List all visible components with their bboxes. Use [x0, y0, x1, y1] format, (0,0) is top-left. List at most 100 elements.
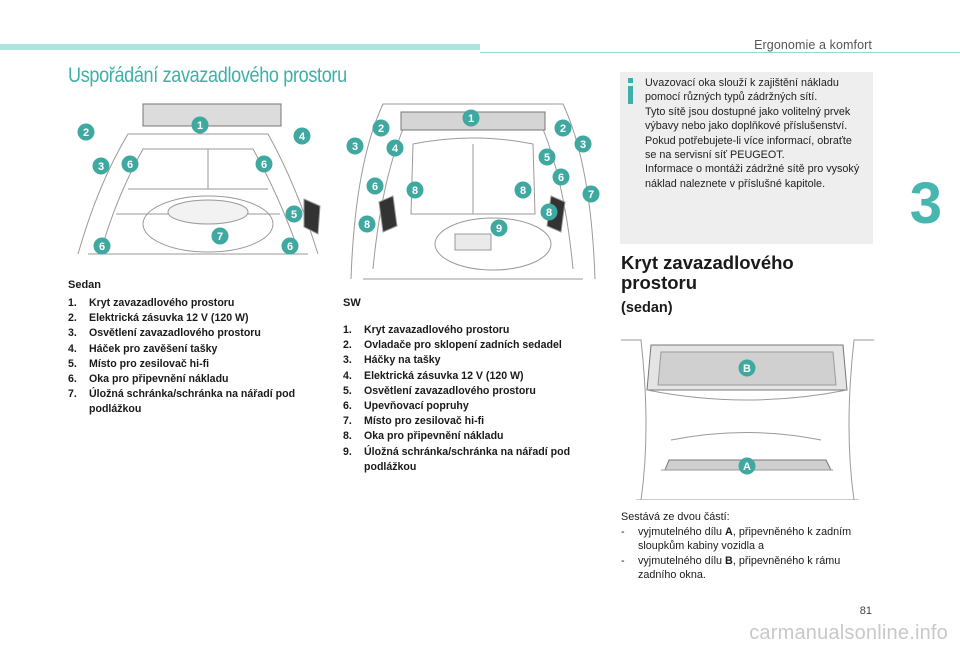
sedan-marker	[281, 237, 299, 255]
cover-description: Sestává ze dvou částí: -vyjmutelného díl…	[621, 510, 881, 583]
info-paragraph: Pokud potřebujete-li více informací, obr…	[645, 134, 852, 162]
sw-marker-label: 8	[412, 185, 418, 197]
sw-marker-label: 4	[392, 143, 399, 155]
sedan-marker	[191, 116, 209, 134]
sw-legend-item: 3. Háčky na tašky	[343, 353, 603, 368]
sedan-marker	[211, 227, 229, 245]
sedan-marker	[93, 237, 111, 255]
sw-marker	[490, 219, 508, 237]
sedan-legend-item-text: Místo pro zesilovač hi-fi	[89, 357, 210, 370]
cover-part-letter: B	[725, 554, 733, 567]
sw-legend-item-text: Upevňovací popruhy	[364, 400, 469, 413]
sw-marker	[514, 181, 532, 199]
cover-marker	[738, 457, 756, 475]
sedan-legend-item-number: 6.	[68, 373, 77, 386]
sw-marker-label: 3	[352, 141, 358, 153]
sw-legend-item-text: Kryt zavazadlového prostoru	[364, 324, 510, 336]
cover-part-text: vyjmutelného dílu	[638, 554, 726, 567]
sedan-marker	[293, 127, 311, 145]
sw-legend-item-number: 6.	[343, 400, 352, 413]
sw-marker-label: 7	[588, 189, 594, 201]
info-box: Uvazovací oka slouží k zajištění nákladu…	[620, 72, 873, 244]
sw-legend-item-text: Úložná schránka/schránka na nářadí pod p…	[364, 445, 571, 473]
cover-part-dash: -	[621, 525, 625, 538]
sedan-marker-label: 6	[127, 159, 133, 171]
sw-marker	[358, 215, 376, 233]
sw-marker-label: 2	[378, 123, 384, 135]
sw-legend-item: 8.Oka pro připevnění nákladu	[343, 429, 603, 444]
page-title: Uspořádání zavazadlového prostoru	[68, 64, 347, 87]
sw-marker-label: 8	[520, 185, 526, 197]
sw-legend-item-number: 1.	[343, 324, 352, 336]
sedan-legend-item-text: Osvětlení zavazadlového prostoru	[89, 327, 261, 340]
header-accent-bar	[0, 44, 480, 50]
sw-legend-item-number: 4.	[343, 369, 352, 382]
sedan-legend-item-text: Háček pro zavěšení tašky	[89, 342, 218, 355]
sw-marker-label: 9	[496, 223, 502, 235]
sedan-legend-item-number: 2.	[68, 312, 77, 325]
sw-caption: SW	[343, 297, 361, 309]
sedan-legend-item: 3.Osvětlení zavazadlového prostoru	[68, 326, 316, 341]
sw-marker	[554, 119, 572, 137]
sw-legend-item-text: Oka pro připevnění nákladu	[364, 430, 504, 443]
sw-marker-label: 6	[372, 181, 378, 193]
sw-marker	[346, 137, 364, 155]
cover-title-line2: prostoru	[621, 272, 698, 293]
sedan-legend-item: 6. Oka pro připevnění nákladu	[68, 372, 316, 387]
sedan-marker	[255, 155, 273, 173]
sw-marker	[462, 109, 480, 127]
sw-marker-label: 8	[364, 219, 370, 231]
cover-part-text: , připevněného k rámu zadního okna.	[638, 554, 841, 582]
sedan-legend-item: 5. Místo pro zesilovač hi-fi	[68, 357, 316, 372]
sw-legend-item: 6. Upevňovací popruhy	[343, 399, 603, 414]
info-icon	[628, 78, 633, 104]
sedan-legend-item-text: Oka pro připevnění nákladu	[89, 373, 229, 386]
sedan-legend-item-text: Kryt zavazadlového prostoru	[89, 297, 235, 309]
sw-legend-item: 1. Kryt zavazadlového prostoru	[343, 323, 603, 338]
header-rule	[480, 52, 960, 53]
sedan-legend-item-text: Úložná schránka/schránka na nářadí pod p…	[89, 388, 296, 416]
cover-section-title: Kryt zavazadlového prostoru	[621, 253, 794, 293]
info-paragraph: Uvazovací oka slouží k zajištění nákladu…	[645, 77, 839, 104]
cover-part: -vyjmutelného dílu B, připevněného k rám…	[621, 554, 881, 583]
sw-marker	[386, 139, 404, 157]
sedan-marker-label: 5	[291, 209, 297, 221]
sedan-marker	[121, 155, 139, 173]
sedan-legend-item: 1. Kryt zavazadlového prostoru	[68, 296, 316, 311]
sedan-marker-label: 2	[83, 127, 89, 139]
sw-marker-label: 1	[468, 113, 474, 125]
sw-legend-item: 9.Úložná schránka/schránka na nářadí pod…	[343, 445, 603, 475]
cover-title-line1: Kryt zavazadlového	[621, 252, 794, 273]
cover-marker-label: A	[743, 461, 751, 473]
sw-legend-item-text: Háčky na tašky	[364, 354, 441, 367]
sedan-marker	[92, 157, 110, 175]
sedan-legend-item-text: Elektrická zásuvka 12 V (120 W)	[89, 312, 249, 325]
sedan-legend-list: 1. Kryt zavazadlového prostoru 2. Elektrick…	[68, 296, 316, 418]
sw-marker	[372, 119, 390, 137]
sw-legend-item-text: Elektrická zásuvka 12 V (120 W)	[364, 369, 524, 382]
cover-marker-label: B	[743, 363, 751, 375]
sw-marker	[582, 185, 600, 203]
sw-legend-item-number: 5.	[343, 384, 352, 397]
sedan-marker-label: 7	[217, 231, 223, 243]
sedan-legend-item-number: 7.	[68, 388, 77, 401]
sw-marker-label: 6	[558, 172, 564, 184]
sedan-legend-item: 2. Elektrická zásuvka 12 V (120 W)	[68, 311, 316, 326]
sedan-marker	[77, 123, 95, 141]
sedan-marker-label: 4	[299, 131, 306, 143]
sw-legend-item-number: 3.	[343, 354, 352, 367]
sedan-legend-item-number: 5.	[68, 357, 77, 370]
sw-marker-label: 3	[580, 139, 586, 151]
cover-part-text: vyjmutelného dílu	[638, 525, 726, 538]
info-paragraph: Informace o montáži zádržné sítě pro vys…	[645, 163, 860, 190]
sedan-legend-item-number: 1.	[68, 297, 77, 309]
cover-part-dash: -	[621, 554, 625, 567]
cover-intro: Sestává ze dvou částí:	[621, 511, 730, 523]
sedan-legend-item-number: 4.	[68, 342, 77, 355]
sw-marker	[406, 181, 424, 199]
chapter-number: 3	[909, 171, 942, 236]
sw-legend-item-text: Osvětlení zavazadlového prostoru	[364, 384, 536, 397]
sw-legend-item-number: 7.	[343, 415, 352, 428]
sw-legend-item-number: 2.	[343, 339, 352, 352]
sedan-marker-label: 6	[261, 159, 267, 171]
